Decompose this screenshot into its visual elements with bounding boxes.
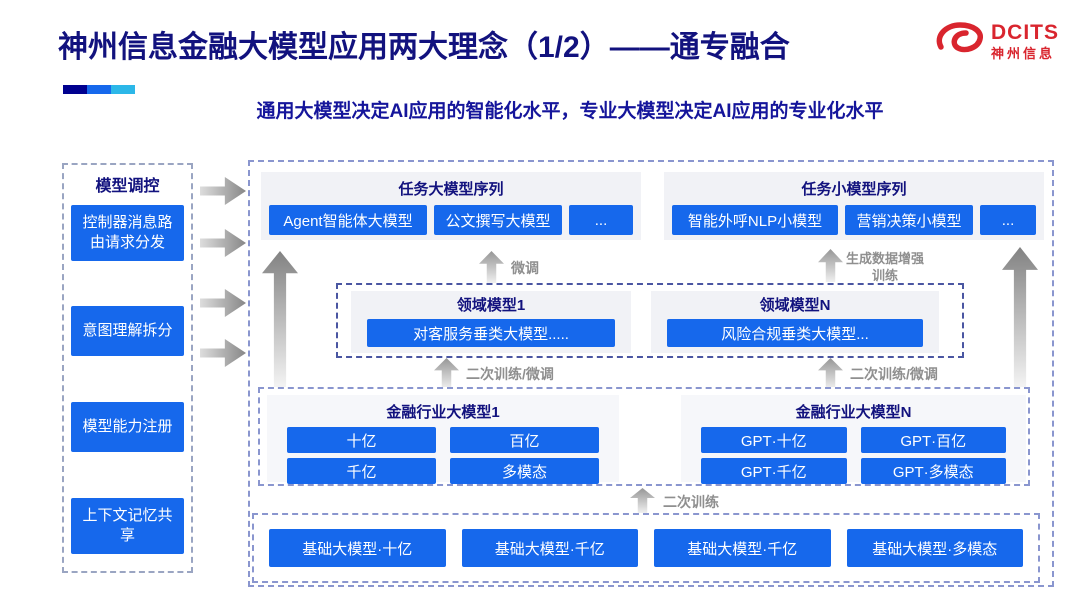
main-diagram-frame [248,160,1054,587]
arrow-label-retrain-finetune: 二次训练/微调 [850,366,938,382]
arrow-right-icon [200,229,246,257]
sidebar-item-router-dispatch: 控制器消息路由请求分发 [71,205,184,261]
industry-model-n-group: 金融行业大模型N GPT·十亿 GPT·百亿 GPT·千亿 GPT·多模态 [681,395,1026,484]
model-chip-gpt-1b: GPT·十亿 [701,427,847,453]
arrow-label-retrain: 二次训练 [663,494,719,510]
model-chip-agent: Agent智能体大模型 [269,205,427,235]
base-model-chip-100b-2: 基础大模型·千亿 [654,529,831,567]
model-chip-outbound-nlp: 智能外呼NLP小模型 [672,205,838,235]
deco-segment-cyan [111,85,135,94]
domain-model-n-group: 领域模型N 风险合规垂类大模型... [651,291,939,353]
arrow-label-retrain-finetune: 二次训练/微调 [466,366,554,382]
sidebar-item-label: 控制器消息路由请求分发 [82,213,173,251]
model-chip-doc-writing: 公文撰写大模型 [434,205,562,235]
sidebar-item-intent-split: 意图理解拆分 [71,306,184,356]
arrow-right-icon [200,289,246,317]
model-chip-more: ... [569,205,633,235]
group-title: 任务小模型序列 [801,181,907,198]
model-chip-100b: 千亿 [287,458,436,484]
dcits-logo: DCITS 神州信息 [934,20,1059,63]
model-control-title: 模型调控 [95,178,160,195]
base-model-frame: 基础大模型·十亿 基础大模型·千亿 基础大模型·千亿 基础大模型·多模态 [252,513,1040,583]
logo-brand-cn: 神州信息 [991,46,1056,62]
base-model-chip-multimodal: 基础大模型·多模态 [846,529,1023,567]
industry-model-frame: 金融行业大模型1 十亿 百亿 千亿 多模态 金融行业大模型N GPT·十亿 GP… [258,387,1030,486]
deco-segment-navy [63,85,87,94]
sidebar-item-capability-register: 模型能力注册 [71,402,184,452]
arrow-right-icon [200,177,246,205]
sidebar-item-label: 模型能力注册 [82,417,173,435]
model-control-panel: 模型调控 控制器消息路由请求分发 意图理解拆分 模型能力注册 上下文记忆共享 [62,163,193,573]
task-small-model-group: 任务小模型序列 智能外呼NLP小模型 营销决策小模型 ... [664,172,1044,240]
dcits-swirl-icon [934,20,986,63]
page-title: 神州信息金融大模型应用两大理念（1/2）——通专融合 [58,31,790,64]
sidebar-item-label: 意图理解拆分 [82,321,173,339]
logo-brand-text: DCITS [991,21,1059,45]
sidebar-item-context-memory: 上下文记忆共享 [71,498,184,554]
group-title: 金融行业大模型1 [386,404,500,421]
domain-model-frame: 领域模型1 对客服务垂类大模型..... 领域模型N 风险合规垂类大模型... [336,283,964,358]
deco-bar [63,85,135,94]
page-subtitle: 通用大模型决定AI应用的智能化水平，专业大模型决定AI应用的专业化水平 [256,101,884,122]
arrow-label-fine-tune: 微调 [511,260,539,276]
arrow-right-icon [200,339,246,367]
model-chip-gpt-10b: GPT·百亿 [860,427,1006,453]
base-model-chip-1b: 基础大模型·十亿 [269,529,446,567]
group-title: 领域模型N [759,297,831,314]
domain-model-1-group: 领域模型1 对客服务垂类大模型..... [351,291,631,353]
task-large-model-group: 任务大模型序列 Agent智能体大模型 公文撰写大模型 ... [261,172,641,240]
arrow-label-gen-data-augment: 生成数据增强训练 [845,251,924,283]
model-chip-gpt-multimodal: GPT·多模态 [860,458,1006,484]
model-chip-gpt-100b: GPT·千亿 [701,458,847,484]
sidebar-item-label: 上下文记忆共享 [82,506,173,544]
group-title: 金融行业大模型N [795,404,912,421]
model-chip-more: ... [980,205,1036,235]
group-title: 领域模型1 [456,297,526,314]
model-chip-multimodal: 多模态 [450,458,599,484]
base-model-chip-100b: 基础大模型·千亿 [461,529,638,567]
group-title: 任务大模型序列 [398,181,504,198]
deco-segment-blue [87,85,111,94]
model-chip-marketing: 营销决策小模型 [845,205,973,235]
model-chip-1b: 十亿 [287,427,436,453]
model-chip-10b: 百亿 [450,427,599,453]
industry-model-1-group: 金融行业大模型1 十亿 百亿 千亿 多模态 [267,395,619,484]
model-chip-customer-service: 对客服务垂类大模型..... [367,319,615,347]
model-chip-risk-compliance: 风险合规垂类大模型... [667,319,923,347]
